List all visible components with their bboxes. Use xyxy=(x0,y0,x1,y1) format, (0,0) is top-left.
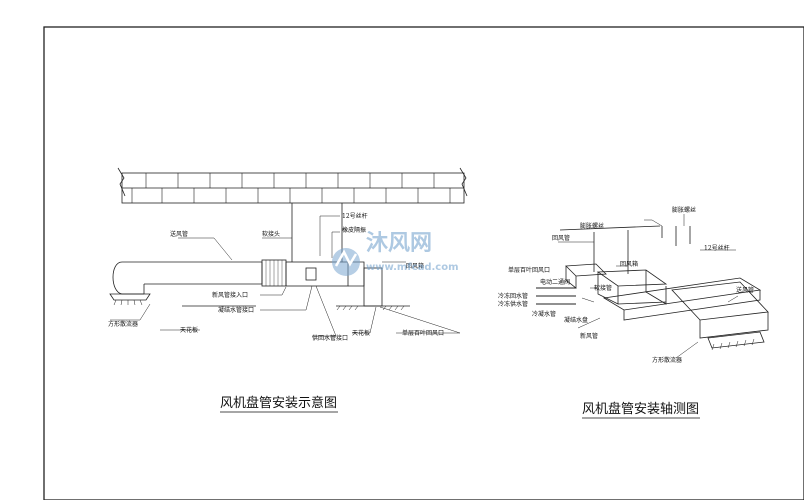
label-fresh-air-inlet: 新风管接入口 xyxy=(212,291,248,299)
label-diffuser-left: 方形散流器 xyxy=(108,320,138,328)
label-return-box-left: 回风箱 xyxy=(406,262,424,270)
label-rod-right: 12号丝杆 xyxy=(704,244,730,252)
label-chw-return: 冷冻回水管 xyxy=(498,292,528,300)
left-section-view xyxy=(109,167,468,337)
label-anchor-bolt-2: 膨胀螺丝 xyxy=(672,206,696,214)
label-return-duct: 回风管 xyxy=(552,234,570,242)
label-supply-water: 供回水管接口 xyxy=(312,334,348,342)
label-return-vent-right: 单层百叶回风口 xyxy=(508,266,550,274)
label-condensate-pan: 凝结水盘 xyxy=(564,316,588,324)
label-flex: 软接管 xyxy=(594,284,612,292)
label-damper: 橡皮隔振 xyxy=(342,226,366,234)
label-fresh-air: 新风管 xyxy=(580,332,598,340)
label-rod-left: 12号丝杆 xyxy=(342,212,368,220)
label-chw-supply: 冷冻供水管 xyxy=(498,300,528,308)
watermark-url: www.mfcad.com xyxy=(366,262,459,273)
drawing-frame xyxy=(43,26,804,500)
label-return-box-right: 回风箱 xyxy=(620,260,638,268)
watermark: 沐风网 www.mfcad.com xyxy=(332,231,459,276)
label-drain: 冷凝水管 xyxy=(532,310,556,318)
label-ceiling-right: 天花板 xyxy=(352,329,370,337)
label-supply-duct-right: 送风管 xyxy=(736,286,754,294)
label-valve: 电动二通阀 xyxy=(540,278,570,286)
right-view-caption: 风机盘管安装轴测图 xyxy=(582,401,699,417)
label-ceiling-left: 天花板 xyxy=(180,326,198,334)
label-anchor-bolt-1: 膨胀螺丝 xyxy=(580,222,604,230)
label-diffuser-right: 方形散流器 xyxy=(652,356,682,364)
label-flex-joint: 软接头 xyxy=(262,230,280,238)
right-axonometric-view xyxy=(536,214,769,359)
left-view-caption: 风机盘管安装示意图 xyxy=(220,395,337,411)
label-supply-duct: 送风管 xyxy=(170,230,188,238)
label-condensate: 凝结水管接口 xyxy=(218,306,254,314)
label-return-vent-left: 单层百叶回风口 xyxy=(402,329,444,337)
watermark-name: 沐风网 xyxy=(366,231,432,256)
watermark-logo-icon xyxy=(332,248,360,276)
